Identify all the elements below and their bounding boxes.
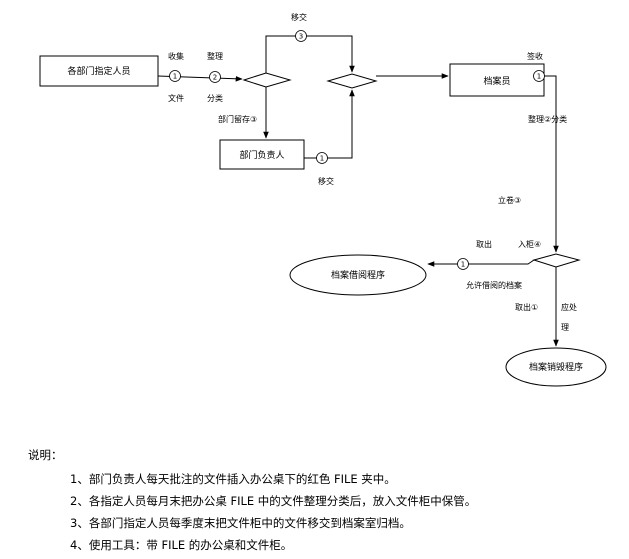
diamond-merge-2 [326, 73, 378, 89]
edge-cabinet-to-borrow [427, 259, 535, 267]
note-item-4: 4、使用工具：带 FILE 的办公桌和文件柜。 [70, 538, 293, 552]
label-borrow: 取出 [476, 239, 492, 249]
notes-title: 说明： [28, 448, 63, 462]
label-sign-receive: 签收 [527, 51, 543, 61]
label-dispose-suffix: 理 [561, 323, 569, 332]
label-into-cabinet: 入柜④ [518, 239, 541, 249]
svg-text:1: 1 [461, 261, 465, 269]
node-destroy-proc-label: 档案销毁程序 [529, 361, 583, 373]
label-sort-classify: 整理②分类 [528, 114, 567, 124]
svg-text:1: 1 [537, 73, 541, 81]
node-archivist: 档案员 [449, 63, 545, 97]
label-classify: 分类 [207, 93, 223, 103]
diamond-cabinet [532, 253, 581, 268]
note-item-3: 3、各部门指定人员每季度末把文件柜中的文件移交到档案室归档。 [70, 516, 411, 530]
note-item-2: 2、各指定人员每月末把办公桌 FILE 中的文件整理分类后，放入文件柜中保管。 [70, 494, 477, 508]
diamond-merge-1 [242, 72, 292, 88]
label-dept-keep: 部门留存③ [218, 114, 257, 124]
label-allow-borrow: 允许借阅的档案 [466, 280, 522, 290]
note-item-1: 1、部门负责人每天批注的文件插入办公桌下的红色 FILE 夹中。 [70, 472, 396, 486]
step-marker-6: 1 [457, 258, 469, 270]
node-dept-staff-label: 各部门指定人员 [67, 65, 130, 77]
svg-text:3: 3 [299, 33, 303, 41]
node-dept-head: 部门负责人 [219, 139, 305, 170]
svg-text:1: 1 [320, 155, 324, 163]
node-archivist-label: 档案员 [483, 75, 510, 87]
connectors [157, 35, 559, 347]
notes-section: 说明： 1、部门负责人每天批注的文件插入办公桌下的红色 FILE 夹中。 2、各… [28, 444, 618, 556]
node-dept-staff: 各部门指定人员 [39, 55, 159, 87]
edge-dept-head-to-merge2 [304, 89, 355, 159]
node-destroy-proc: 档案销毁程序 [505, 347, 607, 387]
step-marker-3: 3 [295, 30, 307, 42]
label-collect: 收集 [168, 51, 184, 61]
node-borrow-proc-label: 档案借阅程序 [331, 269, 385, 281]
svg-text:1: 1 [173, 73, 177, 81]
step-marker-5: 1 [533, 70, 545, 82]
step-marker-4: 1 [316, 152, 328, 164]
svg-text:2: 2 [213, 74, 217, 82]
label-to-dispose: 应处 [561, 302, 577, 312]
label-sort: 整理 [207, 51, 223, 61]
label-take-out: 取出① [515, 302, 538, 312]
notes-list: 1、部门负责人每天批注的文件插入办公桌下的红色 FILE 夹中。 2、各指定人员… [28, 468, 618, 556]
edge-merge1-to-merge2-top [265, 35, 355, 73]
step-marker-1: 1 [169, 70, 181, 82]
label-transfer-bottom: 移交 [318, 176, 334, 186]
step-marker-2: 2 [209, 71, 221, 83]
node-borrow-proc: 档案借阅程序 [289, 254, 427, 296]
label-transfer-top: 移交 [291, 12, 307, 22]
node-dept-head-label: 部门负责人 [239, 149, 284, 161]
archive-flow-diagram: 各部门指定人员 部门负责人 档案员 档案借阅程序 档案销毁程序 [39, 12, 607, 387]
label-file: 文件 [168, 93, 184, 103]
edge-archivist-to-cabinet [544, 75, 559, 253]
label-file-archive: 立卷③ [498, 195, 521, 205]
